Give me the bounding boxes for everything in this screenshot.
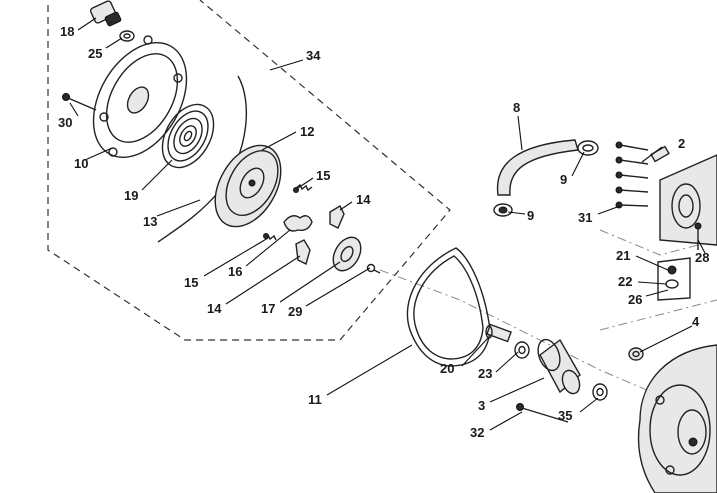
part-32-bolt — [516, 403, 569, 423]
part-14-pawl-upper — [329, 205, 345, 229]
callout-16: 16 — [228, 264, 242, 279]
callout-28: 28 — [695, 250, 709, 265]
callout-9-upper: 9 — [560, 172, 567, 187]
callout-21: 21 — [616, 248, 630, 263]
callout-2: 2 — [678, 136, 685, 151]
part-30-screw — [62, 93, 97, 111]
callout-3: 3 — [478, 398, 485, 413]
part-15-spring-lower — [263, 233, 277, 241]
part-18-clip — [89, 0, 122, 27]
part-11-gasket — [406, 247, 491, 367]
callout-19: 19 — [124, 188, 138, 203]
part-9-clamp-lower — [493, 203, 513, 217]
part-20-shaft — [485, 323, 512, 343]
part-25-washer — [119, 30, 135, 42]
part-17-friction-plate — [332, 236, 362, 272]
part-19-spring — [161, 103, 215, 169]
callout-17: 17 — [261, 301, 275, 316]
part-12-pulley — [214, 144, 282, 228]
part-29-screw — [366, 263, 381, 274]
part-15-spring-upper — [293, 183, 313, 193]
callout-13: 13 — [143, 214, 157, 229]
callout-8: 8 — [513, 100, 520, 115]
assembly-34-boundary — [47, 0, 451, 341]
part-35-washer — [592, 383, 608, 401]
callout-23: 23 — [478, 366, 492, 381]
callout-14-upper: 14 — [356, 192, 371, 207]
callout-20: 20 — [440, 361, 454, 376]
crankcase-half — [637, 344, 717, 493]
callout-4: 4 — [692, 314, 700, 329]
callout-26: 26 — [628, 292, 642, 307]
parts-21-22-26-group — [657, 257, 691, 301]
part-28-pin — [694, 222, 702, 250]
callout-11: 11 — [308, 392, 322, 407]
part-10-starter-housing — [92, 35, 188, 158]
part-11-gasket-inner — [413, 255, 484, 360]
callout-34: 34 — [306, 48, 321, 63]
callout-15-lower: 15 — [184, 275, 198, 290]
callout-14-lower: 14 — [207, 301, 222, 316]
part-16-plate — [283, 215, 313, 232]
assembly-centerline-3 — [599, 229, 717, 256]
callout-32: 32 — [470, 425, 484, 440]
part-3-drive-cone — [537, 338, 581, 395]
pump-cover — [659, 154, 717, 246]
callout-15-upper: 15 — [316, 168, 330, 183]
callout-12: 12 — [300, 124, 314, 139]
callout-22: 22 — [618, 274, 632, 289]
part-23-washer — [514, 341, 530, 359]
part-14-pawl-lower — [295, 239, 311, 266]
part-9-clamp-upper — [577, 140, 599, 156]
callout-29: 29 — [288, 304, 302, 319]
assembly-centerline-2 — [599, 299, 717, 331]
callout-25: 25 — [88, 46, 102, 61]
part-4-washer — [628, 347, 644, 361]
callout-35: 35 — [558, 408, 572, 423]
leader-lines — [69, 17, 706, 431]
callout-31: 31 — [578, 210, 592, 225]
callout-30: 30 — [58, 115, 72, 130]
callout-9-lower: 9 — [527, 208, 534, 223]
callout-18: 18 — [60, 24, 74, 39]
callout-10: 10 — [74, 156, 88, 171]
part-31-screws — [615, 141, 649, 209]
